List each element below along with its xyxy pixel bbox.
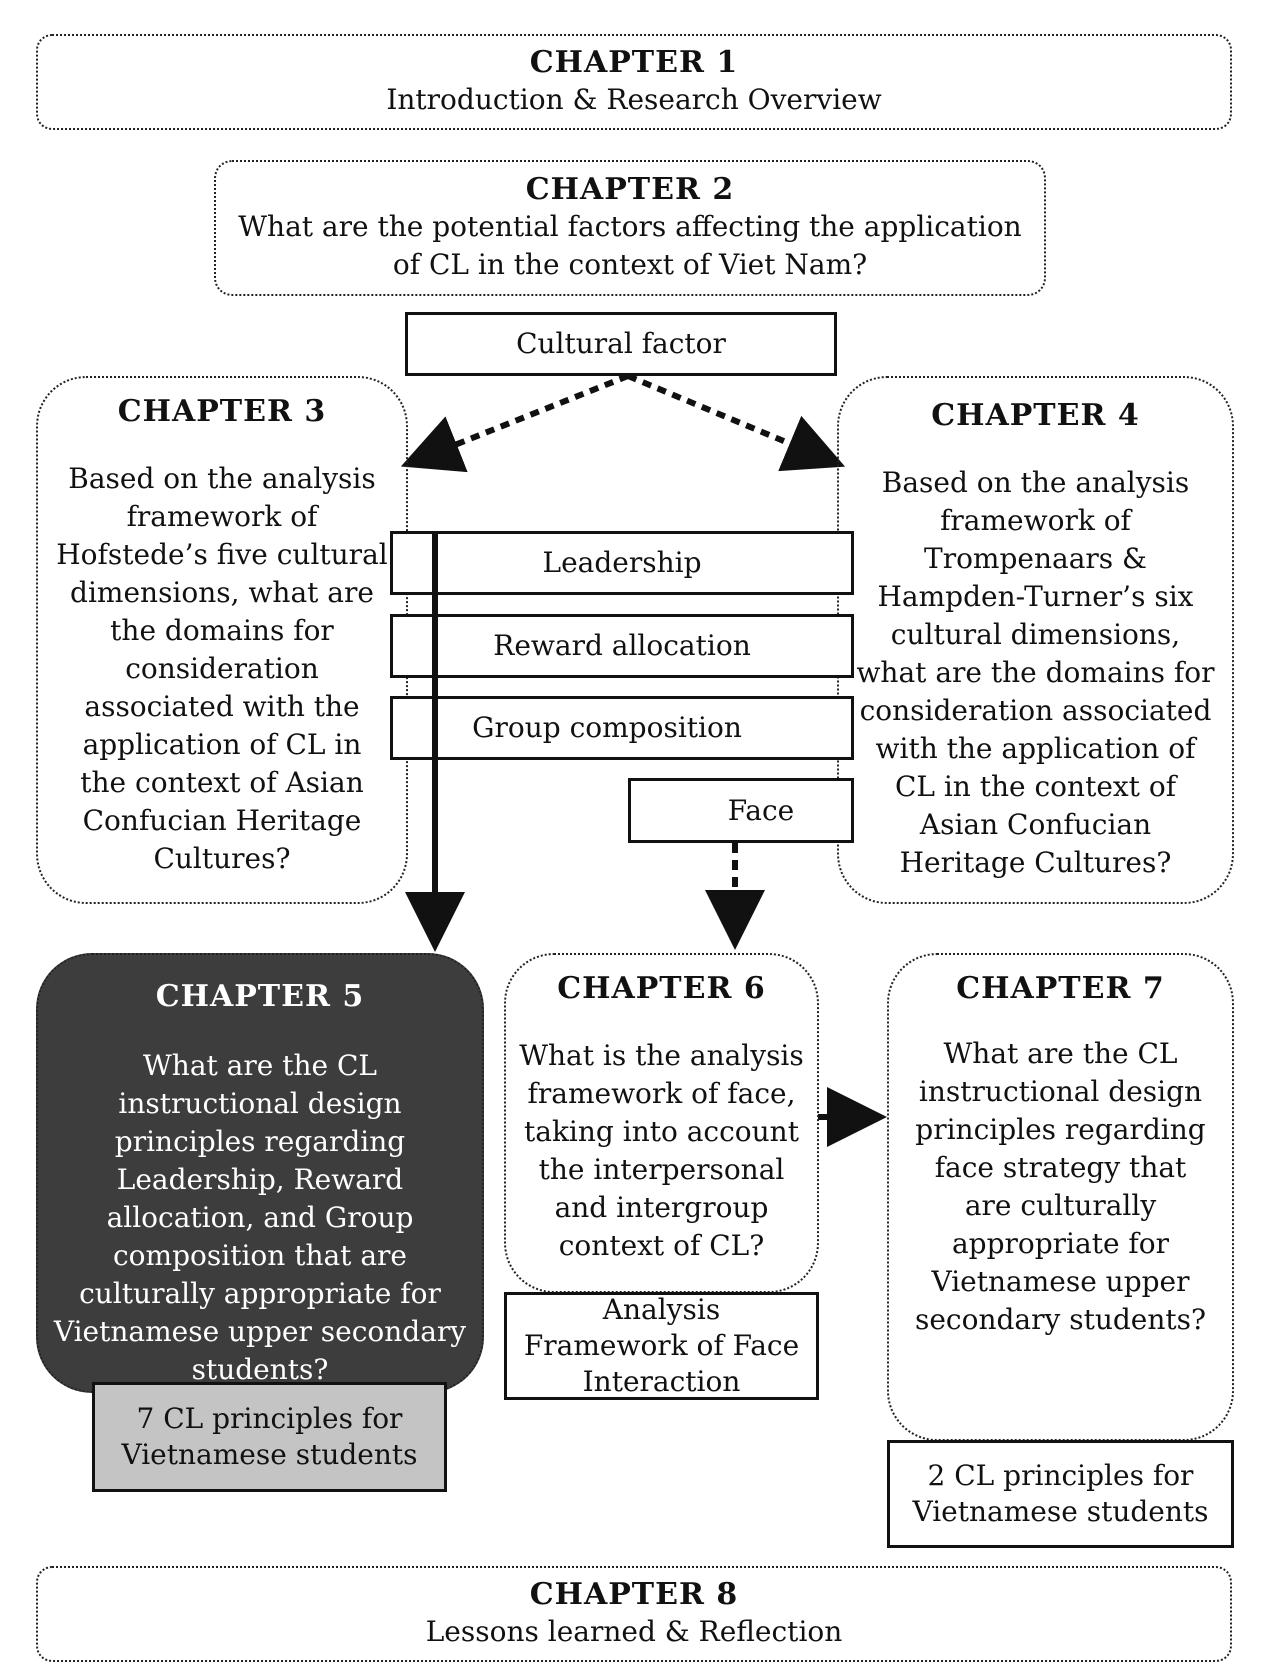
chapter-8-title: CHAPTER 8 <box>529 1577 739 1612</box>
cultural-factor-box: Cultural factor <box>405 312 837 376</box>
chapter-3-title: CHAPTER 3 <box>117 394 327 429</box>
principles-7-label: 7 CL principles for Vietnamese students <box>121 1402 418 1471</box>
reward-allocation-box: Reward allocation <box>390 614 854 678</box>
principles-2-box: 2 CL principles for Vietnamese students <box>887 1440 1234 1548</box>
chapter-8-text: Lessons learned & Reflection <box>425 1615 843 1648</box>
face-box: Face <box>628 778 854 843</box>
arrow-cultural-to-ch4 <box>626 373 846 472</box>
chapter-3-box: CHAPTER 3 Based on the analysis framewor… <box>36 376 408 904</box>
group-composition-label: Group composition <box>472 711 742 744</box>
cultural-factor-label: Cultural factor <box>516 327 726 360</box>
chapter-4-title: CHAPTER 4 <box>931 398 1140 433</box>
chapter-2-box: CHAPTER 2 What are the potential factors… <box>214 160 1046 296</box>
chapter-1-text: Introduction & Research Overview <box>386 83 882 116</box>
chapter-2-text: What are the potential factors affecting… <box>238 210 1022 281</box>
principles-2-label: 2 CL principles for Vietnamese students <box>912 1459 1209 1528</box>
chapter-6-box: CHAPTER 6 What is the analysis framework… <box>504 953 819 1293</box>
chapter-7-text: What are the CL instructional design pri… <box>914 1037 1207 1336</box>
chapter-6-title: CHAPTER 6 <box>557 971 766 1006</box>
reward-allocation-label: Reward allocation <box>493 629 751 662</box>
face-label: Face <box>727 793 795 827</box>
chapter-1-title: CHAPTER 1 <box>529 45 739 80</box>
chapter-2-title: CHAPTER 2 <box>525 172 735 207</box>
leadership-spine <box>432 533 438 803</box>
analysis-framework-label: Analysis Framework of Face Interaction <box>523 1293 800 1398</box>
chapter-5-text: What are the CL instructional design pri… <box>53 1049 467 1386</box>
chapter-4-box: CHAPTER 4 Based on the analysis framewor… <box>837 376 1234 904</box>
chapter-7-box: CHAPTER 7 What are the CL instructional … <box>887 953 1234 1441</box>
leadership-label: Leadership <box>542 546 702 579</box>
analysis-framework-box: Analysis Framework of Face Interaction <box>504 1292 819 1400</box>
chapter-8-box: CHAPTER 8 Lessons learned & Reflection <box>36 1566 1232 1662</box>
group-composition-box: Group composition <box>390 696 854 760</box>
arrow-cultural-to-ch3 <box>400 373 630 473</box>
chapter-7-title: CHAPTER 7 <box>956 971 1165 1006</box>
principles-7-box: 7 CL principles for Vietnamese students <box>92 1382 447 1492</box>
chapter-6-text: What is the analysis framework of face, … <box>519 1039 804 1262</box>
chapter-5-box: CHAPTER 5 What are the CL instructional … <box>36 953 484 1393</box>
leadership-box: Leadership <box>390 531 854 595</box>
chapter-1-box: CHAPTER 1 Introduction & Research Overvi… <box>36 34 1232 130</box>
chapter-3-text: Based on the analysis framework of Hofst… <box>56 462 388 875</box>
chapter-5-title: CHAPTER 5 <box>155 979 365 1014</box>
chapter-4-text: Based on the analysis framework of Tromp… <box>856 466 1215 879</box>
